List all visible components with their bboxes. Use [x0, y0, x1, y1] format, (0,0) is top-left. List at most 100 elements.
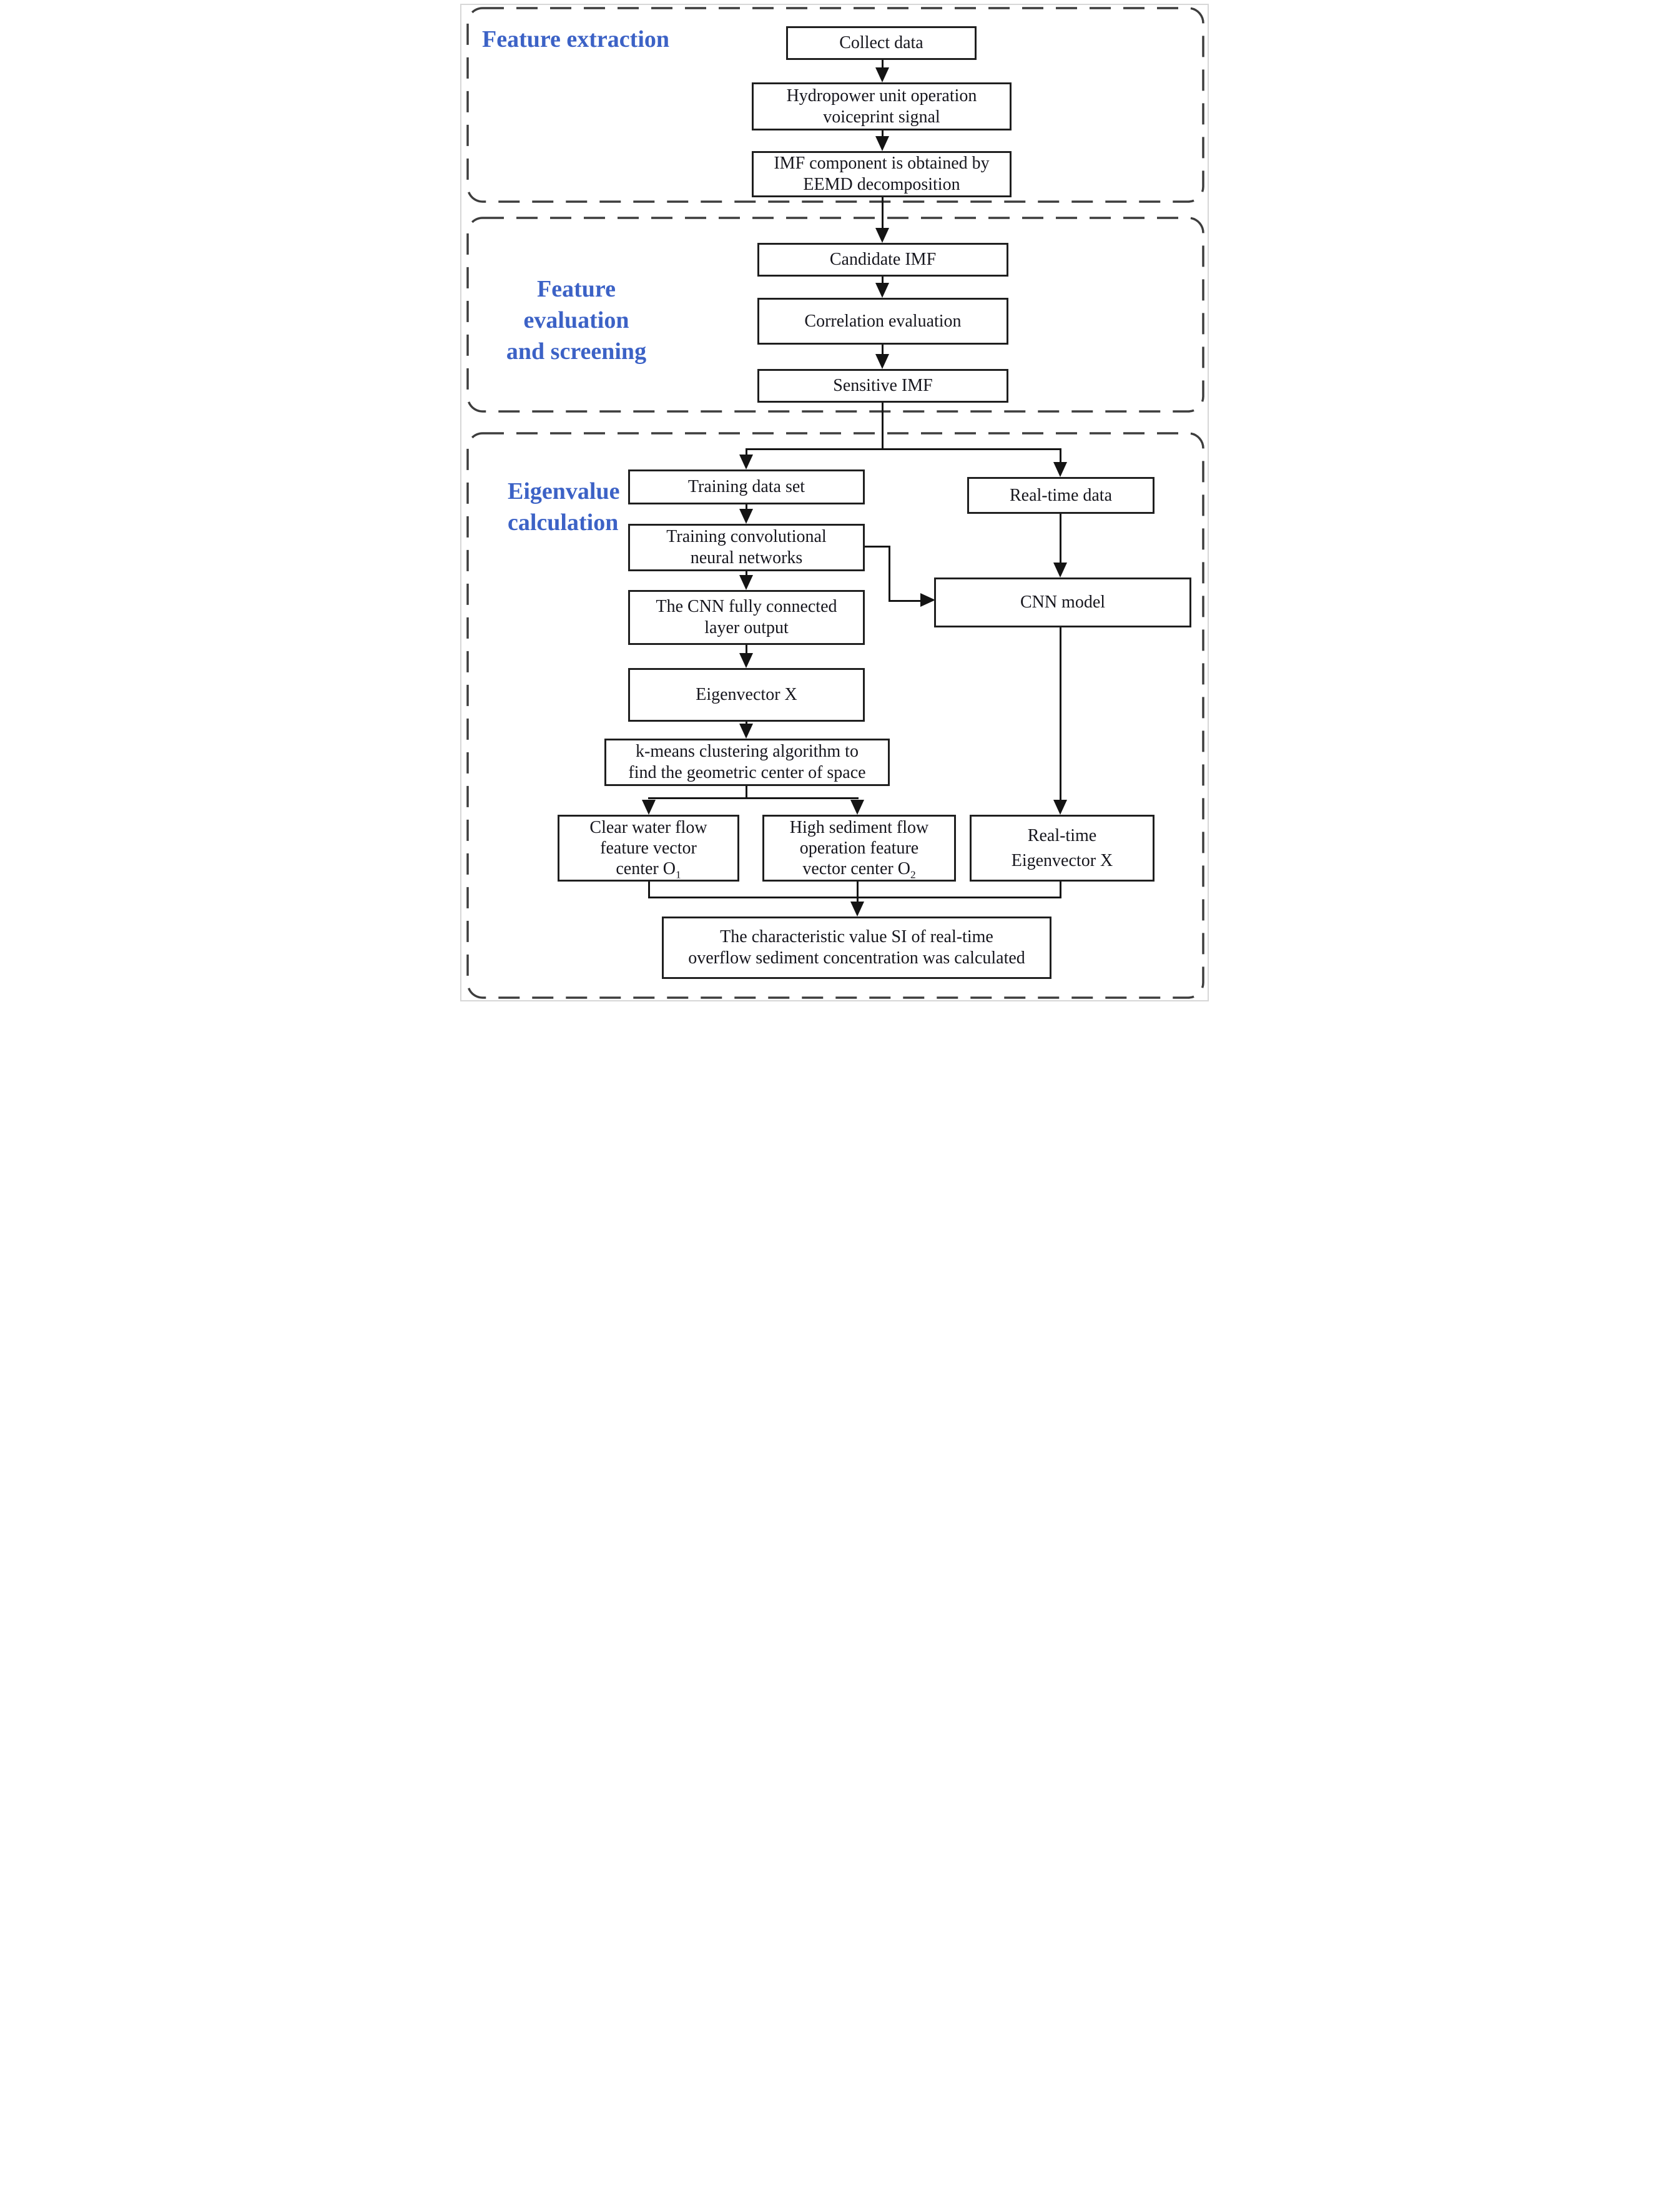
node-clear-water-line3: center O1: [616, 858, 681, 881]
arrowhead-into-imf: [875, 136, 889, 151]
arrowhead-into-correlation: [875, 283, 889, 298]
node-correlation-evaluation-label: Correlation evaluation: [804, 311, 962, 331]
line-trainingcnn-to-cnnmodel-h1: [865, 546, 890, 548]
arrowhead-into-hydropower: [875, 67, 889, 82]
section-title-feature-evaluation-line2: and screening: [506, 338, 647, 365]
section-feature-evaluation-border: [466, 217, 1204, 413]
node-high-sediment-line3-text: vector center O: [802, 859, 910, 878]
node-training-cnn-line2: neural networks: [690, 548, 803, 568]
arrow-training-data-to-cnn-shaft: [746, 504, 747, 511]
section-title-eigenvalue-calculation: Eigenvalue calculation: [508, 476, 619, 538]
node-eigenvector-x: Eigenvector X: [628, 668, 865, 722]
node-si-calculated-line1: The characteristic value SI of real-time: [720, 927, 993, 946]
line-clearwater-drop: [648, 882, 650, 898]
line-sensitive-to-split-shaft: [882, 403, 884, 450]
node-si-calculated-line2: overflow sediment concentration was calc…: [688, 948, 1025, 968]
node-realtime-data-label: Real-time data: [1009, 485, 1113, 505]
section-title-feature-evaluation: Feature evaluation and screening: [482, 273, 671, 367]
node-training-data-set-label: Training data set: [687, 477, 805, 496]
node-clear-water-line1: Clear water flow: [589, 818, 707, 837]
node-high-sediment-center: High sediment flow operation feature vec…: [762, 815, 956, 882]
section-title-feature-extraction: Feature extraction: [482, 26, 670, 52]
section-title-eigenvalue-line2: calculation: [508, 509, 619, 536]
line-trainingcnn-to-cnnmodel-v: [889, 546, 890, 602]
line-rteigenvector-drop: [1060, 882, 1061, 898]
node-realtime-data: Real-time data: [967, 477, 1155, 514]
node-high-sediment-line2: operation feature: [799, 838, 919, 858]
node-kmeans: k-means clustering algorithm to find the…: [604, 739, 890, 786]
node-kmeans-line1: k-means clustering algorithm to: [636, 742, 859, 761]
arrowhead-into-high-sediment: [850, 800, 864, 815]
arrow-realtimedata-to-cnnmodel-shaft: [1060, 514, 1061, 564]
node-imf-component: IMF component is obtained by EEMD decomp…: [752, 151, 1012, 197]
node-cnn-model: CNN model: [934, 578, 1191, 627]
arrowhead-into-cnn-fc: [739, 575, 753, 590]
arrow-hydropower-to-imf-shaft: [882, 130, 884, 137]
arrowhead-into-training-data: [739, 455, 753, 469]
arrowhead-into-clear-water: [642, 800, 656, 815]
arrow-eigenvector-to-kmeans-shaft: [746, 722, 747, 725]
arrowhead-into-sensitive: [875, 354, 889, 369]
section-title-feature-evaluation-line1: Feature evaluation: [523, 276, 629, 333]
arrowhead-into-rt-eigenvector: [1053, 800, 1067, 815]
arrow-collect-to-hydropower-shaft: [882, 60, 884, 69]
node-clear-water-line2: feature vector: [600, 838, 697, 858]
arrowhead-into-si-box: [850, 902, 864, 917]
section-title-eigenvalue-line1: Eigenvalue: [508, 478, 620, 504]
node-cnn-fc-output-line1: The CNN fully connected: [656, 597, 837, 616]
node-cnn-fc-output-line2: layer output: [704, 618, 789, 637]
line-highsediment-drop: [857, 882, 859, 903]
arrowhead-into-cnn-model-top: [1053, 563, 1067, 578]
arrowhead-into-eigenvector: [739, 653, 753, 668]
node-hydropower-signal: Hydropower unit operation voiceprint sig…: [752, 82, 1012, 130]
line-kmeans-branch: [648, 797, 859, 799]
node-clear-water-subscript: 1: [675, 868, 681, 881]
node-sensitive-imf: Sensitive IMF: [757, 369, 1008, 403]
node-realtime-eigenvector: Real-time Eigenvector X: [970, 815, 1155, 882]
arrow-cnnmodel-to-rteigenvector-shaft: [1060, 627, 1061, 801]
node-hydropower-line1: Hydropower unit operation: [786, 86, 977, 106]
arrow-training-cnn-to-fc-shaft: [746, 571, 747, 576]
arrowhead-into-kmeans: [739, 724, 753, 739]
line-trainingcnn-to-cnnmodel-h2: [889, 600, 923, 602]
node-training-data-set: Training data set: [628, 469, 865, 504]
node-realtime-eigenvector-line2: Eigenvector X: [1011, 850, 1113, 870]
section-feature-extraction-border: [466, 7, 1204, 203]
node-training-cnn-line1: Training convolutional: [666, 527, 827, 546]
section-borders-layer: [466, 7, 1204, 999]
line-kmeans-to-branch-shaft: [746, 786, 747, 799]
node-eigenvector-x-label: Eigenvector X: [696, 685, 797, 704]
node-hydropower-line2: voiceprint signal: [823, 107, 940, 127]
node-high-sediment-subscript: 2: [910, 868, 916, 881]
arrow-imf-to-candidate-shaft: [882, 197, 884, 229]
node-training-cnn: Training convolutional neural networks: [628, 524, 865, 571]
node-collect-data: Collect data: [786, 26, 977, 60]
node-cnn-model-label: CNN model: [1020, 592, 1106, 612]
arrow-candidate-to-correlation-shaft: [882, 277, 884, 284]
arrow-fc-to-eigenvector-shaft: [746, 645, 747, 654]
node-imf-line1: IMF component is obtained by: [774, 154, 990, 173]
arrow-split-to-training-data-shaft: [746, 448, 747, 457]
node-high-sediment-line1: High sediment flow: [789, 818, 929, 837]
node-candidate-imf-label: Candidate IMF: [829, 250, 937, 269]
node-correlation-evaluation: Correlation evaluation: [757, 298, 1008, 345]
arrowhead-into-realtime-data: [1053, 462, 1067, 477]
node-imf-line2: EEMD decomposition: [803, 175, 960, 194]
node-collect-data-label: Collect data: [839, 33, 923, 52]
flowchart-figure: Feature extraction Feature evaluation an…: [455, 0, 1214, 1005]
node-candidate-imf: Candidate IMF: [757, 243, 1008, 277]
node-si-calculated: The characteristic value SI of real-time…: [662, 917, 1051, 979]
section-eigenvalue-calculation-border: [466, 432, 1204, 999]
line-merge-horizontal: [648, 897, 1061, 898]
node-high-sediment-line3: vector center O2: [802, 858, 916, 881]
node-clear-water-center: Clear water flow feature vector center O…: [558, 815, 739, 882]
arrowhead-into-training-cnn: [739, 509, 753, 524]
arrow-split-to-realtime-data-shaft: [1060, 448, 1061, 463]
arrowhead-into-cnn-model-left: [920, 593, 935, 607]
arrowhead-into-candidate: [875, 228, 889, 243]
node-realtime-eigenvector-line1: Real-time: [1027, 825, 1097, 845]
outer-frame: [460, 4, 1209, 1001]
arrow-correlation-to-sensitive-shaft: [882, 345, 884, 355]
node-sensitive-imf-label: Sensitive IMF: [833, 376, 933, 395]
line-split-branch: [746, 448, 1061, 450]
